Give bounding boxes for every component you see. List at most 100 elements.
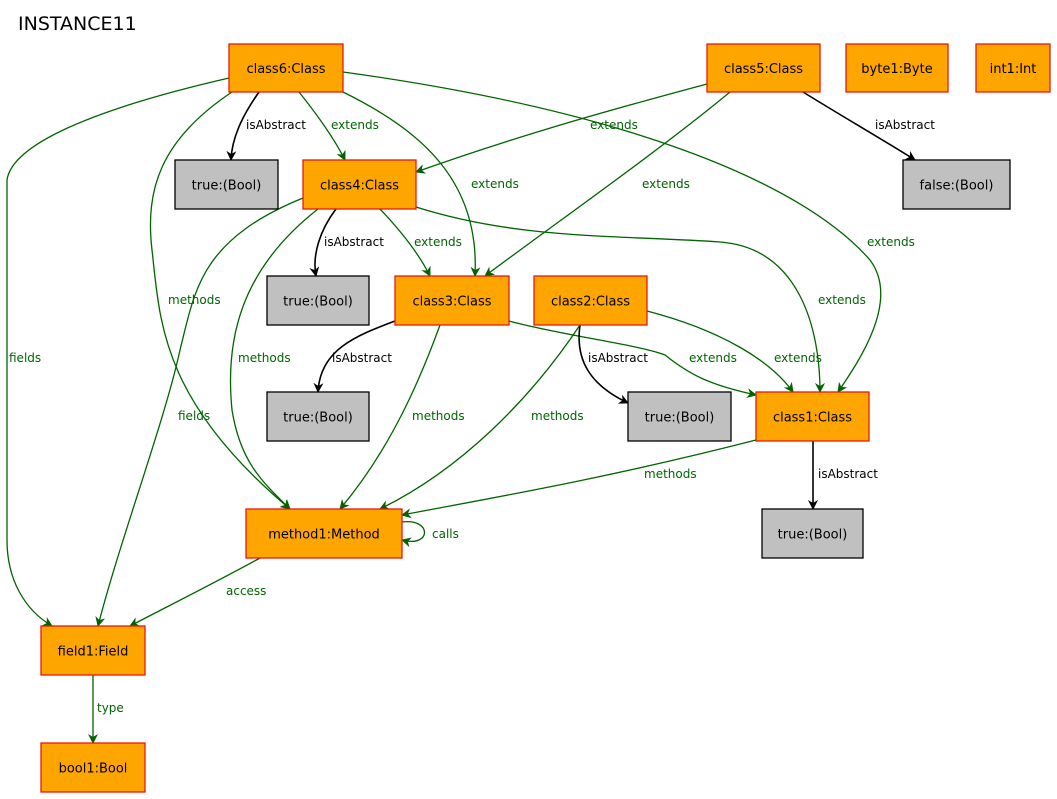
- node-true-c4: true:(Bool): [266, 275, 370, 326]
- node-label: true:(Bool): [283, 295, 353, 310]
- edge-class4-extends-class3: [379, 208, 431, 277]
- edge-label-e-c3-ext-c1: extends: [689, 351, 737, 365]
- edge-class5-isabstract-false_c5: [802, 91, 916, 161]
- node-box: [40, 742, 146, 793]
- edge-method1-access-field1: [129, 557, 261, 627]
- edge-label-e-c4-abs: isAbstract: [324, 235, 384, 249]
- node-true-c1: true:(Bool): [761, 508, 864, 559]
- edge-label-e-c1-abs: isAbstract: [818, 467, 878, 481]
- edge-label-e-c5-ext-c3: extends: [642, 177, 690, 191]
- node-box: [266, 275, 370, 326]
- edge-class6-methods-method1: [149, 91, 291, 510]
- edge-label-e-c1-methods: methods: [644, 467, 697, 481]
- node-label: byte1:Byte: [861, 62, 932, 77]
- edge-class3-methods-method1: [339, 324, 441, 510]
- edge-class3-extends-class1: [508, 320, 757, 398]
- edge-label-e-c4-fields: fields: [178, 409, 210, 423]
- edge-labels-layer: isAbstract extends extends extends methods fi…: [9, 118, 935, 715]
- node-class1: class1:Class: [755, 391, 870, 442]
- edge-label-e-c4-methods: methods: [238, 351, 291, 365]
- edges-layer: [6, 71, 916, 744]
- node-label: method1:Method: [268, 528, 380, 543]
- edge-label-e-c5-ext-c4: extends: [590, 118, 638, 132]
- node-bool1: bool1:Bool: [40, 742, 146, 793]
- node-box: [761, 508, 864, 559]
- node-label: class4:Class: [320, 179, 399, 194]
- edge-label-e-m1-calls: calls: [432, 527, 459, 541]
- node-label: class6:Class: [246, 62, 325, 77]
- edge-label-e-c6-methods: methods: [168, 293, 221, 307]
- edge-label-e-c6-fields: fields: [9, 351, 41, 365]
- edge-class6-extends-class1: [342, 71, 882, 393]
- node-label: class1:Class: [773, 411, 852, 426]
- node-box: [394, 275, 510, 326]
- diagram-title: INSTANCE11: [18, 13, 137, 35]
- node-box: [228, 43, 344, 93]
- node-true-c6: true:(Bool): [174, 159, 279, 210]
- edge-label-e-c4-ext-c3: extends: [414, 235, 462, 249]
- edge-class6-extends-class4: [298, 91, 346, 161]
- node-box: [40, 625, 146, 676]
- node-label: class3:Class: [412, 295, 491, 310]
- node-false-c5: false:(Bool): [902, 159, 1011, 210]
- node-true-c2: true:(Bool): [627, 391, 732, 442]
- edge-label-e-c6-ext-c4: extends: [331, 118, 379, 132]
- edge-label-e-c2-ext-c1: extends: [774, 351, 822, 365]
- nodes-layer: class6:Class class5:Class byte1:Byte int1:I…: [40, 43, 1051, 793]
- edge-class5-extends-class4: [415, 83, 708, 174]
- edge-class6-fields-field1: [6, 77, 230, 627]
- edge-label-e-m1-access: access: [226, 584, 266, 598]
- node-label: bool1:Bool: [59, 762, 128, 777]
- node-label: field1:Field: [58, 645, 129, 660]
- edge-class2-isabstract-true_c2: [578, 324, 629, 404]
- node-label: class2:Class: [551, 295, 630, 310]
- node-box: [845, 43, 949, 93]
- node-int1: int1:Int: [975, 43, 1051, 93]
- node-field1: field1:Field: [40, 625, 146, 676]
- node-label: true:(Bool): [645, 411, 715, 426]
- edge-class6-extends-class3: [342, 91, 481, 277]
- node-box: [174, 159, 279, 210]
- edge-label-e-c2-methods: methods: [531, 409, 584, 423]
- node-box: [533, 275, 648, 326]
- edge-class2-extends-class1: [646, 310, 794, 393]
- node-label: int1:Int: [990, 62, 1037, 77]
- node-class3: class3:Class: [394, 275, 510, 326]
- node-label: true:(Bool): [192, 179, 262, 194]
- node-box: [902, 159, 1011, 210]
- edge-label-e-c6-ext-c1: extends: [867, 235, 915, 249]
- node-box: [245, 508, 403, 559]
- node-box: [302, 159, 417, 210]
- edge-label-e-c6-ext-c3: extends: [471, 177, 519, 191]
- edge-label-e-c2-abs: isAbstract: [588, 351, 648, 365]
- edge-class4-methods-method1: [229, 208, 319, 510]
- node-class2: class2:Class: [533, 275, 648, 326]
- edge-class4-fields-field1: [95, 197, 304, 627]
- node-true-c3: true:(Bool): [266, 391, 370, 442]
- node-label: true:(Bool): [778, 528, 848, 543]
- node-box: [755, 391, 870, 442]
- node-box: [266, 391, 370, 442]
- edge-label-e-c5-abs: isAbstract: [875, 118, 935, 132]
- edge-class1-methods-method1: [401, 439, 757, 519]
- node-class4: class4:Class: [302, 159, 417, 210]
- edge-class2-methods-method1: [379, 324, 581, 510]
- edge-class4-isabstract-true_c4: [309, 208, 337, 277]
- node-class5: class5:Class: [706, 43, 821, 93]
- node-method1: method1:Method: [245, 508, 403, 559]
- edge-class6-isabstract-true_c6: [226, 91, 260, 161]
- edge-label-e-c4-ext-c1: extends: [818, 293, 866, 307]
- edge-class3-isabstract-true_c3: [313, 320, 396, 393]
- edge-class5-extends-class3: [484, 91, 731, 277]
- node-class6: class6:Class: [228, 43, 344, 93]
- node-label: false:(Bool): [920, 179, 994, 194]
- node-box: [706, 43, 821, 93]
- edge-label-e-f1-type: type: [97, 701, 124, 715]
- edge-class4-extends-class1: [415, 206, 825, 393]
- node-label: true:(Bool): [283, 411, 353, 426]
- node-label: class5:Class: [724, 62, 803, 77]
- edge-label-e-c6-abs: isAbstract: [246, 118, 306, 132]
- node-byte1: byte1:Byte: [845, 43, 949, 93]
- node-box: [975, 43, 1051, 93]
